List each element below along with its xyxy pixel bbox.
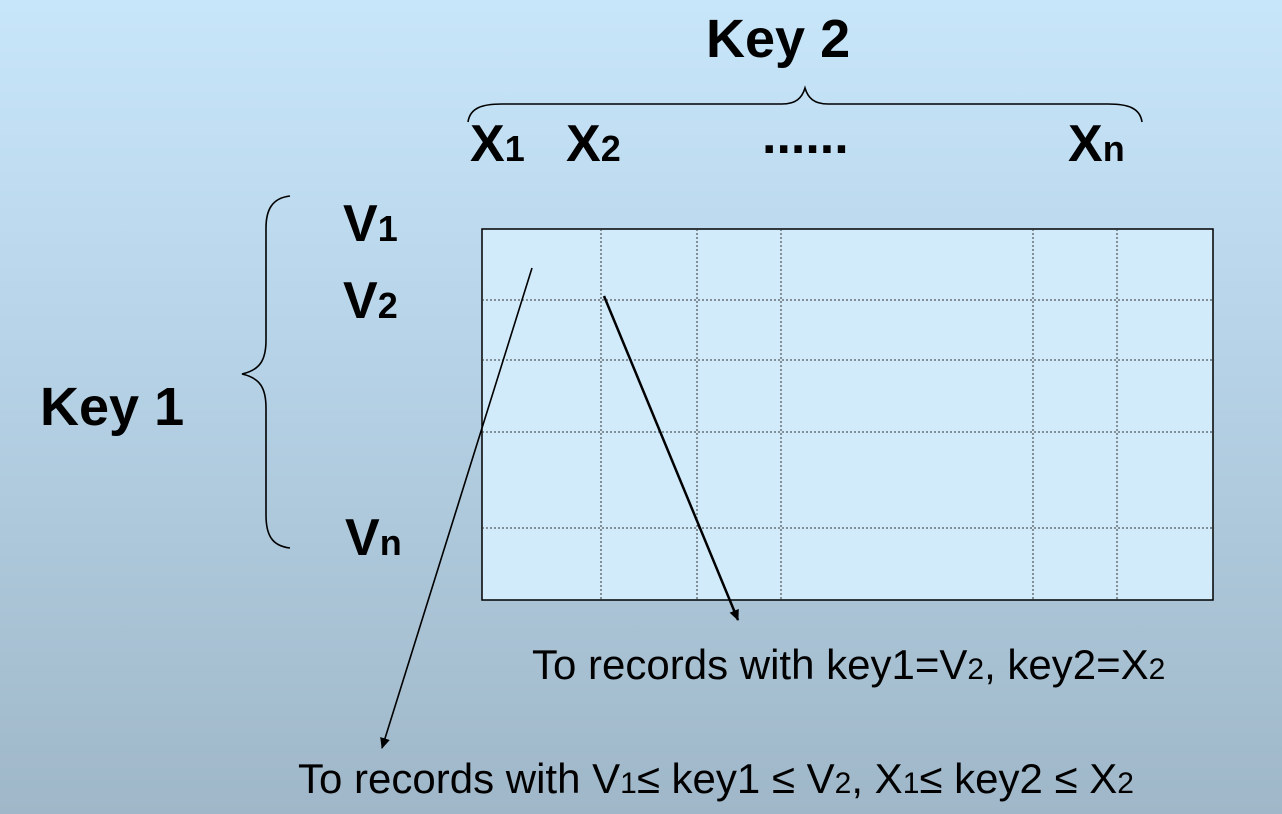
key2-label: Key 2 <box>706 9 851 69</box>
key1-label: Key 1 <box>40 377 185 437</box>
caption-range-match: To records with V1≤ key1 ≤ V2, X1≤ key2 … <box>298 755 1134 802</box>
column-label-x2: X2 <box>566 115 621 173</box>
row-label-v1: V1 <box>343 195 398 253</box>
key2-brace <box>467 85 1143 123</box>
column-ellipsis: ...... <box>762 107 849 165</box>
pointer-arrow-exact <box>602 295 740 621</box>
caption-exact-match: To records with key1=V2, key2=X2 <box>532 641 1166 688</box>
pointer-arrow-range <box>380 267 533 749</box>
key1-brace <box>241 195 291 549</box>
row-label-v2: V2 <box>343 272 398 330</box>
grid-array <box>481 228 1214 601</box>
row-label-vn: Vn <box>345 509 402 567</box>
column-label-x1: X1 <box>470 115 525 173</box>
column-label-xn: Xn <box>1068 115 1125 173</box>
